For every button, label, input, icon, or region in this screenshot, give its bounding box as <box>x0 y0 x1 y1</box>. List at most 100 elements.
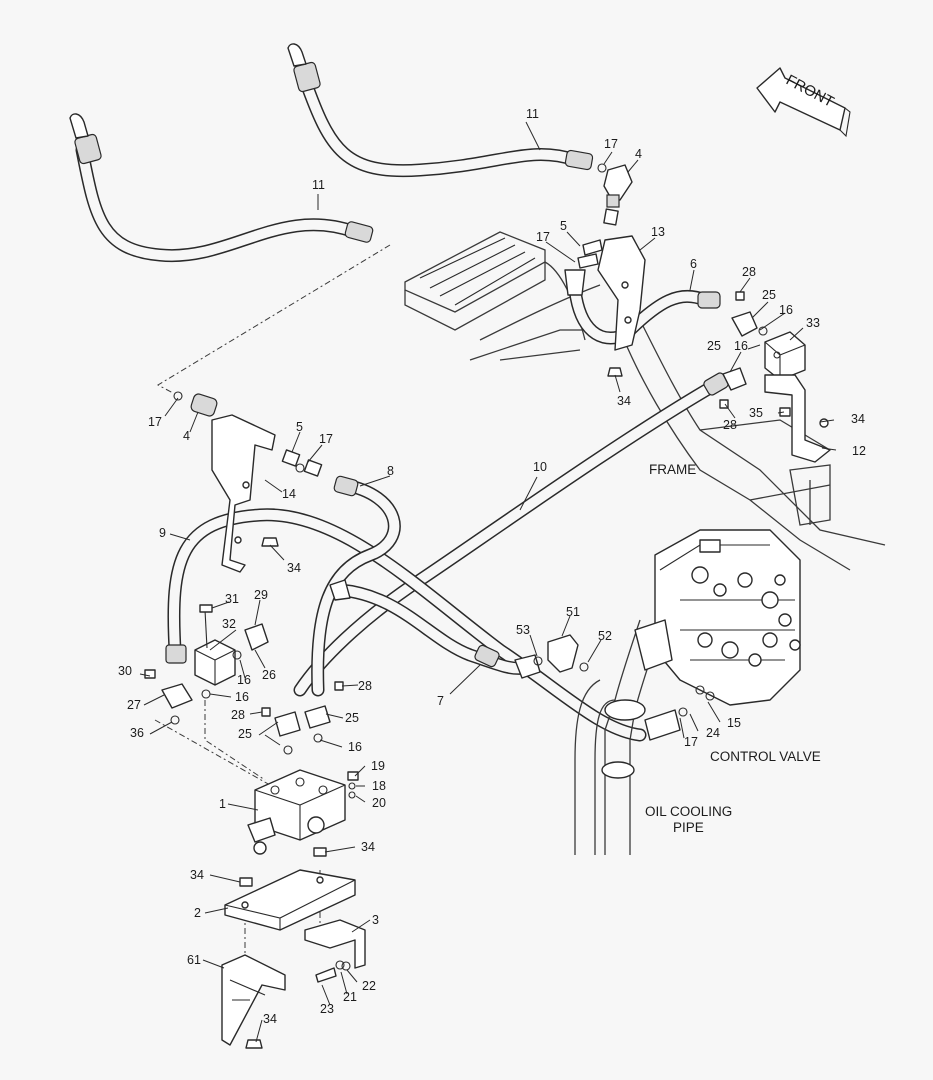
callout-6: 6 <box>690 257 697 271</box>
hose-8 <box>311 475 401 697</box>
bolts-18-19-20 <box>347 771 359 799</box>
callout-11: 11 <box>312 178 325 192</box>
callout-17: 17 <box>684 735 698 749</box>
callout-3: 3 <box>372 913 379 927</box>
callout-19: 19 <box>371 759 385 773</box>
callout-61: 61 <box>187 953 201 967</box>
bolt-34-middle <box>261 537 279 547</box>
flange-27 <box>144 669 211 725</box>
callout-1: 1 <box>219 797 226 811</box>
callout-24: 24 <box>706 726 720 740</box>
callout-34: 34 <box>190 868 204 882</box>
bracket-3 <box>304 919 366 983</box>
callout-34: 34 <box>287 561 301 575</box>
callout-4: 4 <box>635 147 642 161</box>
callout-16: 16 <box>237 673 251 687</box>
callout-20: 20 <box>372 796 386 810</box>
hose-11-right <box>287 43 594 178</box>
control-valve-label: CONTROL VALVE <box>710 749 821 764</box>
callout-36: 36 <box>130 726 144 740</box>
callout-28: 28 <box>358 679 372 693</box>
callout-25: 25 <box>238 727 252 741</box>
callout-23: 23 <box>320 1002 334 1016</box>
callout-16: 16 <box>779 303 793 317</box>
callout-28: 28 <box>231 708 245 722</box>
callout-5: 5 <box>560 219 567 233</box>
flanges-25-lower <box>261 681 344 755</box>
callout-52: 52 <box>598 629 612 643</box>
callout-35: 35 <box>749 406 763 420</box>
callout-13: 13 <box>651 225 665 239</box>
bracket-61 <box>221 954 286 1049</box>
callout-34: 34 <box>361 840 375 854</box>
callout-17: 17 <box>148 415 162 429</box>
elbow-4-upper <box>603 164 633 226</box>
callout-15: 15 <box>727 716 741 730</box>
front-arrow-icon <box>756 67 851 138</box>
oil-cooling-label-line2: PIPE <box>673 820 704 835</box>
callout-25: 25 <box>762 288 776 302</box>
callout-28: 28 <box>723 418 737 432</box>
reference-lines <box>154 244 391 960</box>
callout-17: 17 <box>604 137 618 151</box>
callout-31: 31 <box>225 592 239 606</box>
callout-2: 2 <box>194 906 201 920</box>
callout-16: 16 <box>235 690 249 704</box>
callout-9: 9 <box>159 526 166 540</box>
callout-34: 34 <box>851 412 865 426</box>
block-33 <box>764 331 806 381</box>
hose-10 <box>293 372 729 697</box>
callout-51: 51 <box>566 605 580 619</box>
block-32 <box>194 604 236 686</box>
callout-18: 18 <box>372 779 386 793</box>
oil-cooling-label-line1: OIL COOLING <box>645 804 732 819</box>
callout-34: 34 <box>617 394 631 408</box>
callout-25: 25 <box>707 339 721 353</box>
callout-11: 11 <box>526 107 539 121</box>
callout-17: 17 <box>536 230 550 244</box>
valve-block-1 <box>247 769 346 855</box>
callout-7: 7 <box>437 694 444 708</box>
callout-28: 28 <box>742 265 756 279</box>
callout-16: 16 <box>734 339 748 353</box>
bracket-14 <box>211 414 276 573</box>
callout-53: 53 <box>516 623 530 637</box>
callout-4: 4 <box>183 429 190 443</box>
hose-11-left <box>69 113 374 263</box>
callout-32: 32 <box>222 617 236 631</box>
callout-29: 29 <box>254 588 268 602</box>
callout-8: 8 <box>387 464 394 478</box>
callout-16: 16 <box>348 740 362 754</box>
callout-30: 30 <box>118 664 132 678</box>
callout-5: 5 <box>296 420 303 434</box>
callout-10: 10 <box>533 460 547 474</box>
callout-27: 27 <box>127 698 141 712</box>
upper-frame-outline <box>404 231 886 571</box>
o-ring-17-upper <box>597 163 607 173</box>
callout-22: 22 <box>362 979 376 993</box>
control-valve-assembly <box>654 529 801 717</box>
leader-lines <box>139 121 837 1043</box>
frame-label: FRAME <box>649 462 696 477</box>
callout-26: 26 <box>262 668 276 682</box>
flange-25-upper <box>722 311 768 391</box>
callout-34: 34 <box>263 1012 277 1026</box>
plate-2 <box>224 847 356 931</box>
fittings-5-17-middle <box>281 449 323 477</box>
oil-cooling-pipe <box>574 619 681 855</box>
callout-14: 14 <box>282 487 296 501</box>
callout-17: 17 <box>319 432 333 446</box>
bracket-13 <box>577 235 646 351</box>
callout-12: 12 <box>852 444 866 458</box>
callout-21: 21 <box>343 990 357 1004</box>
bolts-upper <box>607 291 791 417</box>
callout-33: 33 <box>806 316 820 330</box>
elbow-4-middle <box>173 391 218 417</box>
bracket-12 <box>764 374 831 463</box>
callout-25: 25 <box>345 711 359 725</box>
flange-26 <box>232 623 269 660</box>
elbow-51 <box>533 634 589 673</box>
callout-numbers: 11 11 17 4 5 17 13 6 28 25 16 33 16 25 3… <box>118 107 866 1026</box>
